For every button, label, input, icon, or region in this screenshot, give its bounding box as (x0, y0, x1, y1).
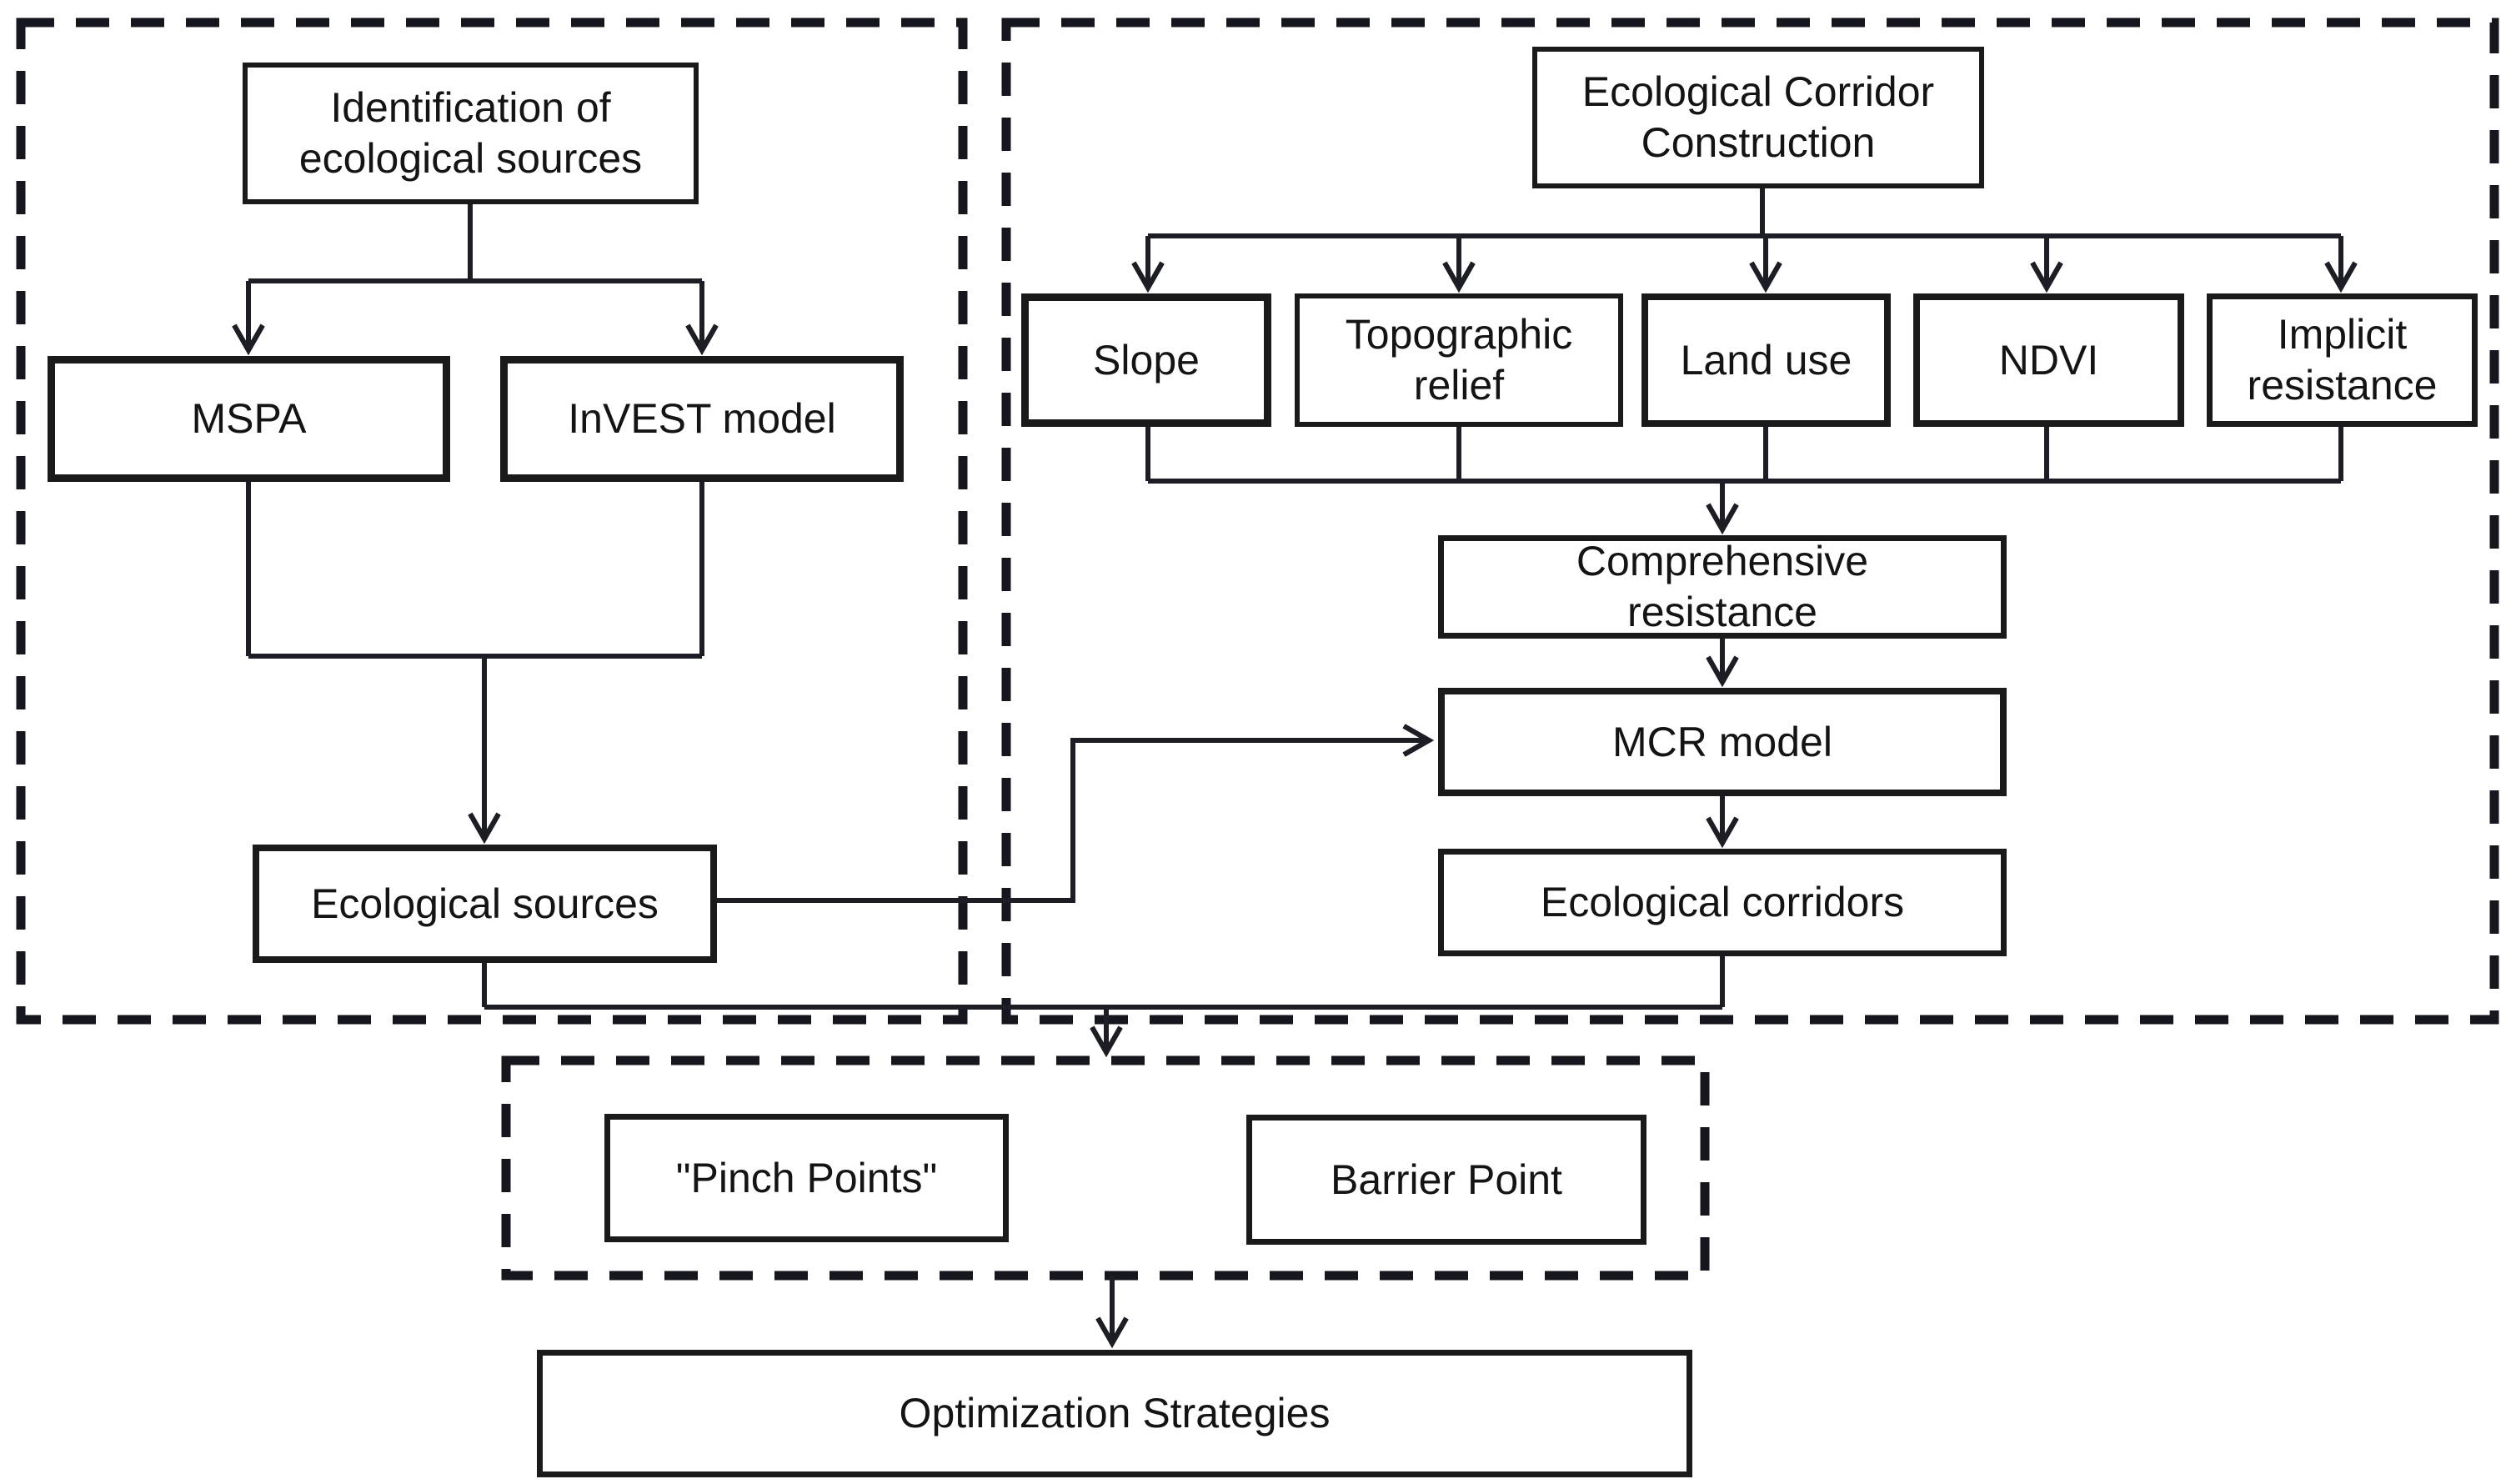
node-ecological-sources: Ecological sources (253, 845, 717, 963)
node-invest-model: InVEST model (500, 356, 904, 482)
node-optimization-strategies: Optimization Strategies (537, 1350, 1692, 1477)
group-ecological-corridor-construction (1001, 18, 2499, 1025)
node-comprehensive-resistance: Comprehensive resistance (1438, 535, 2007, 639)
edge-right-merge (1145, 427, 2343, 484)
node-mspa: MSPA (48, 356, 450, 482)
node-topographic-relief: Topographic relief (1295, 293, 1623, 427)
node-barrier-point: Barrier Point (1246, 1115, 1646, 1245)
group-identification-of-ecological-sources (16, 18, 968, 1025)
node-land-use: Land use (1641, 293, 1891, 427)
edge-sources-to-mcr (717, 740, 1429, 903)
node-ndvi: NDVI (1913, 293, 2184, 427)
node-slope: Slope (1021, 293, 1271, 427)
group-pinch-points-barrier-point (501, 1055, 1710, 1281)
node-ecological-corridor-construction: Ecological Corridor Construction (1532, 47, 1984, 188)
node-identification-of-ecological-sources: Identification of ecological sources (243, 63, 699, 204)
edge-left-merge (246, 482, 704, 659)
node-implicit-resistance: Implicit resistance (2207, 293, 2478, 427)
node-mcr-model: MCR model (1438, 688, 2007, 796)
node-ecological-corridors: Ecological corridors (1438, 849, 2007, 956)
edge-bottom-collector (482, 956, 1725, 1010)
node-pinch-points: "Pinch Points" (604, 1114, 1009, 1242)
